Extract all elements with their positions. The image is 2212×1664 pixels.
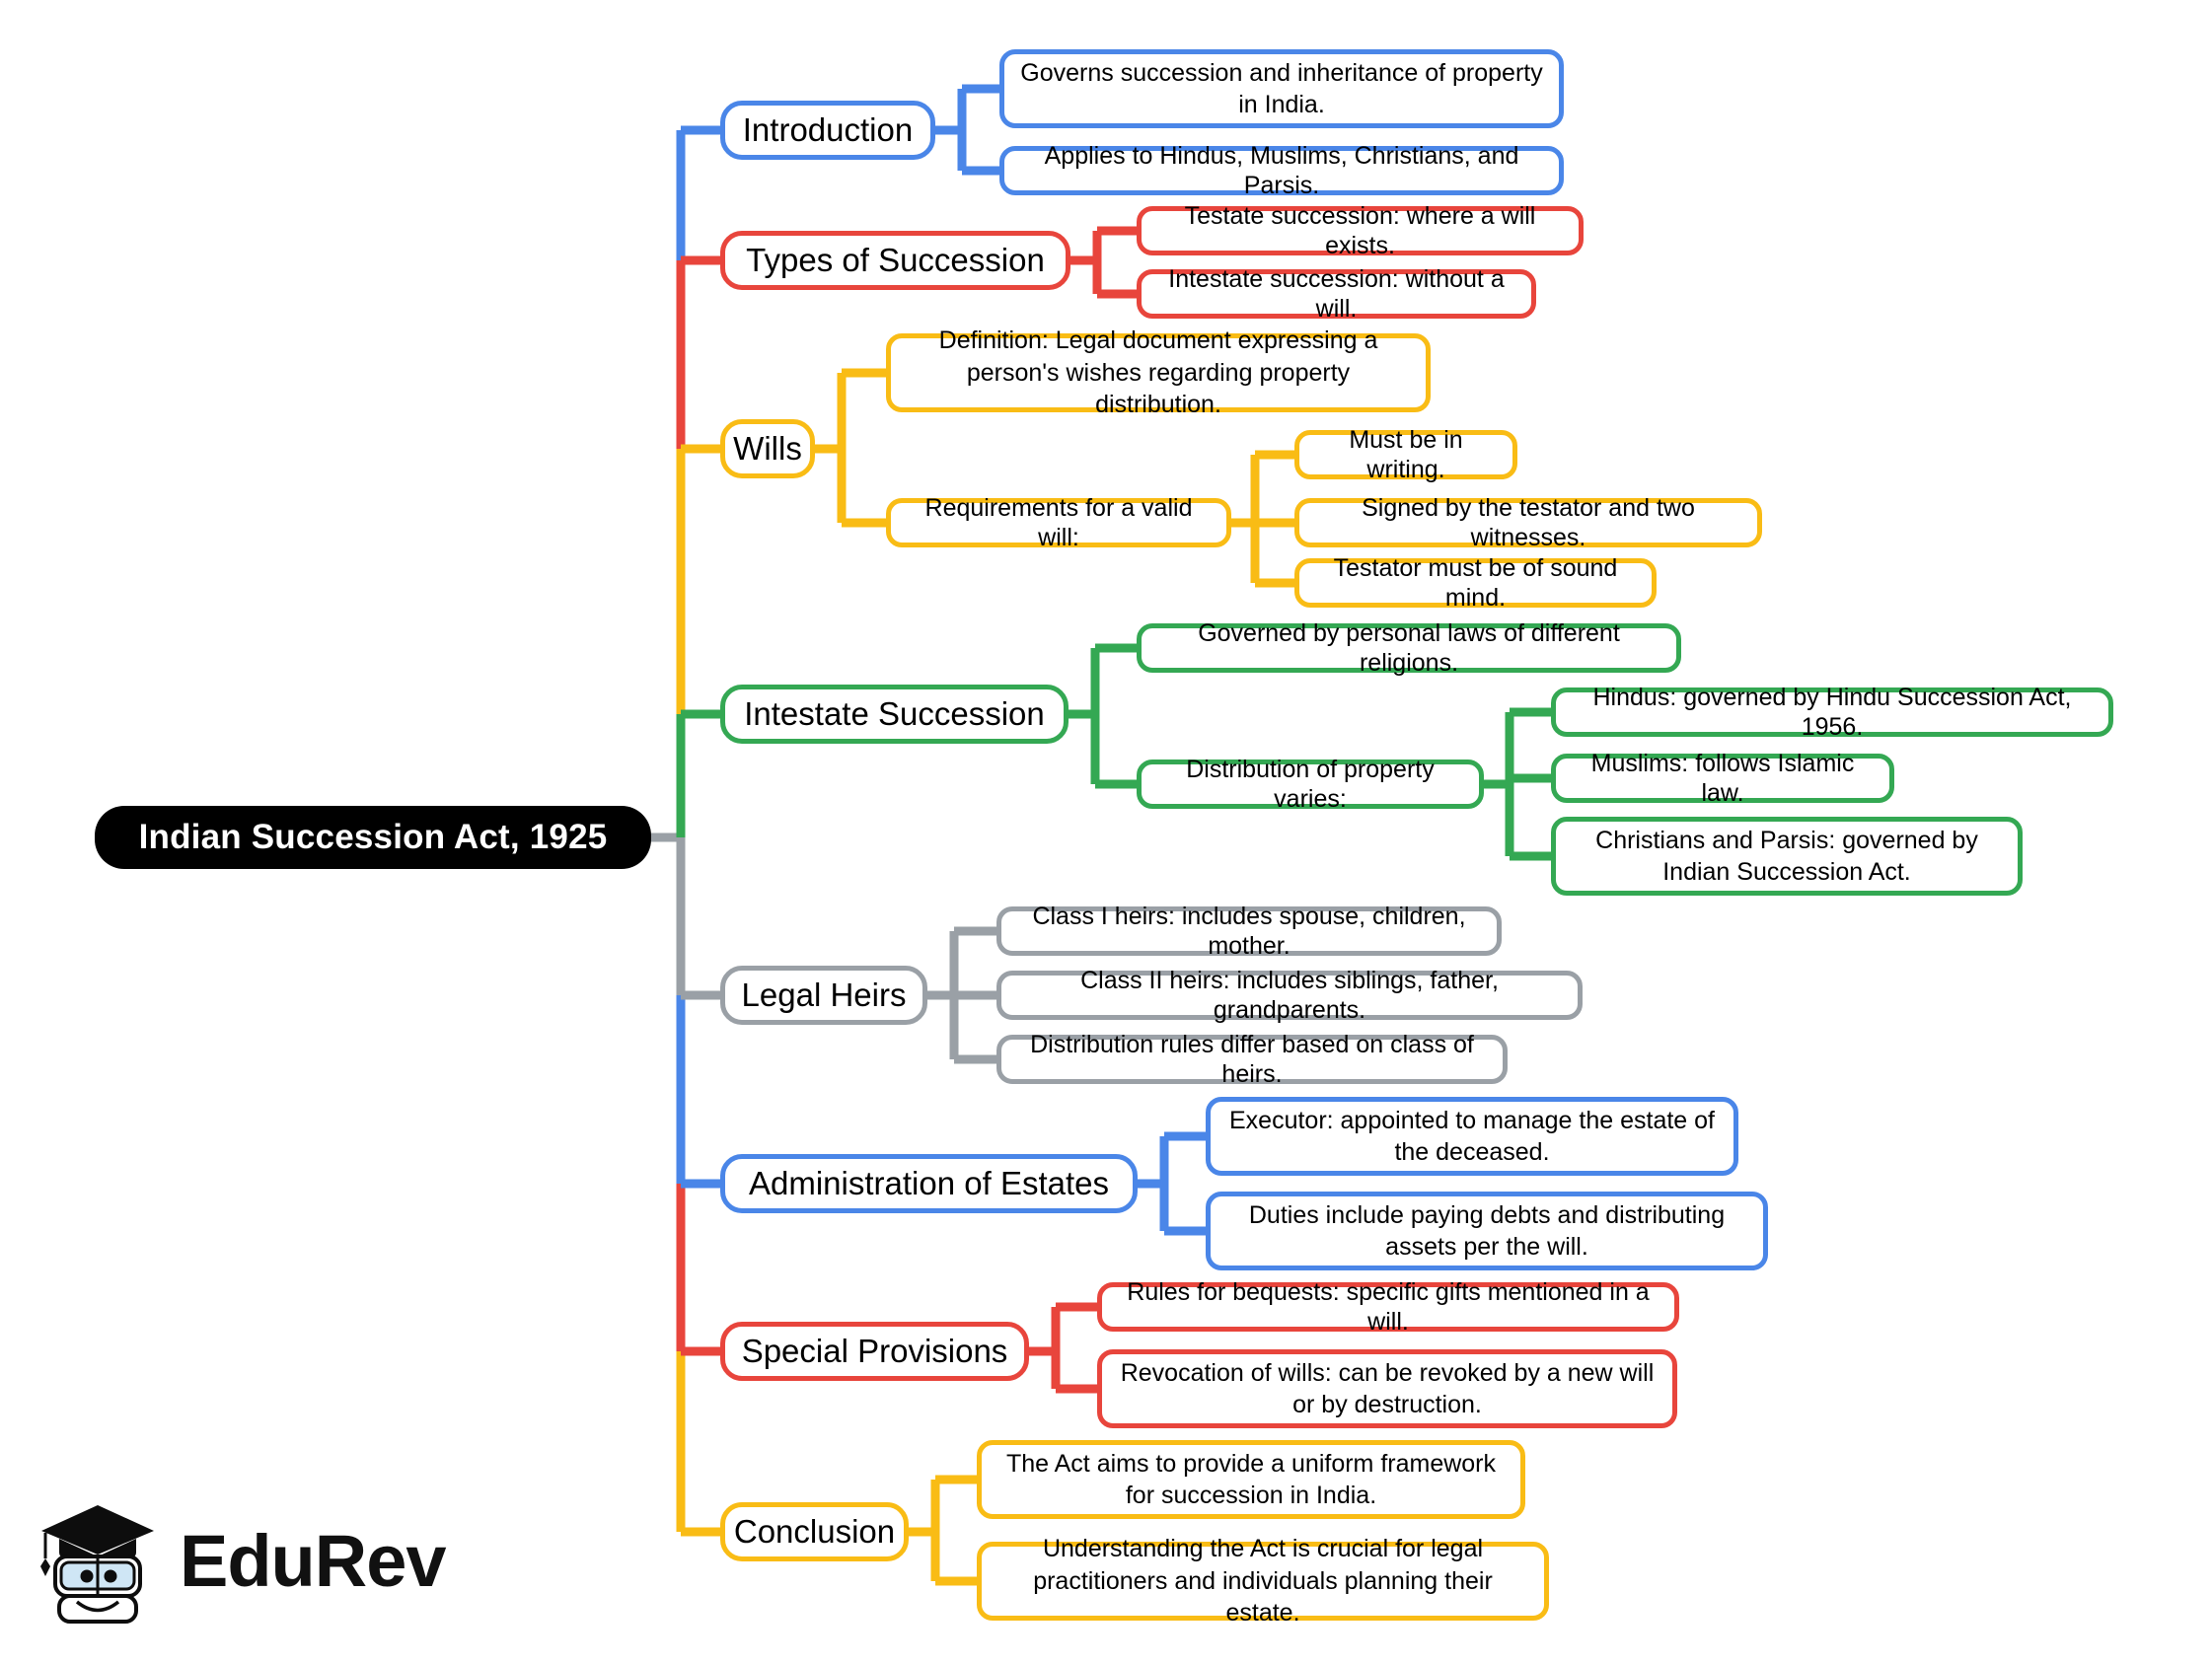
leaf-introduction-1[interactable]: Governs succession and inheritance of pr… xyxy=(999,49,1564,128)
leaf-label: Class II heirs: includes siblings, fathe… xyxy=(1080,966,1499,1025)
leaf-label: Testate succession: where a will exists. xyxy=(1184,201,1536,260)
leaf-special-provisions-2[interactable]: Revocation of wills: can be revoked by a… xyxy=(1097,1349,1677,1428)
leaf-label: Revocation of wills: can be revoked by a… xyxy=(1120,1358,1655,1419)
leaf-wills-definition[interactable]: Definition: Legal document expressing a … xyxy=(886,326,1431,418)
leaf-conclusion-1[interactable]: The Act aims to provide a uniform framew… xyxy=(977,1440,1525,1519)
topic-label: Conclusion xyxy=(733,1512,896,1550)
leaf-wills-requirements[interactable]: Requirements for a valid will: xyxy=(886,494,1231,551)
leaf-wills-req-1[interactable]: Must be in writing. xyxy=(1294,426,1517,483)
leaf-label: Duties include paying debts and distribu… xyxy=(1248,1200,1726,1262)
topic-label: Introduction xyxy=(742,110,914,148)
leaf-intestate-1[interactable]: Governed by personal laws of different r… xyxy=(1137,619,1681,677)
topic-legal-heirs[interactable]: Legal Heirs xyxy=(720,966,927,1025)
leaf-types-1[interactable]: Testate succession: where a will exists. xyxy=(1137,202,1584,259)
topic-types-of-succession[interactable]: Types of Succession xyxy=(720,231,1070,290)
leaf-legal-heirs-1[interactable]: Class I heirs: includes spouse, children… xyxy=(996,903,1502,960)
topic-wills[interactable]: Wills xyxy=(720,419,815,478)
leaf-conclusion-2[interactable]: Understanding the Act is crucial for leg… xyxy=(977,1535,1549,1627)
topic-label: Administration of Estates xyxy=(749,1164,1109,1201)
leaf-legal-heirs-2[interactable]: Class II heirs: includes siblings, fathe… xyxy=(996,967,1583,1024)
edurev-wordmark: EduRev xyxy=(180,1520,447,1602)
leaf-label: Executor: appointed to manage the estate… xyxy=(1228,1106,1715,1167)
topic-label: Special Provisions xyxy=(741,1332,1008,1369)
leaf-label: Definition: Legal document expressing a … xyxy=(938,326,1378,419)
leaf-wills-req-2[interactable]: Signed by the testator and two witnesses… xyxy=(1294,494,1762,551)
leaf-label: Applies to Hindus, Muslims, Christians, … xyxy=(1044,141,1519,200)
leaf-intestate-dist-1[interactable]: Hindus: governed by Hindu Succession Act… xyxy=(1551,684,2113,741)
topic-label: Wills xyxy=(733,429,802,467)
leaf-label: Governs succession and inheritance of pr… xyxy=(1020,58,1543,119)
leaf-label: Rules for bequests: specific gifts menti… xyxy=(1127,1277,1650,1337)
leaf-label: Governed by personal laws of different r… xyxy=(1198,618,1620,678)
leaf-intestate-distribution[interactable]: Distribution of property varies: xyxy=(1137,756,1484,813)
leaf-label: Understanding the Act is crucial for leg… xyxy=(1033,1535,1493,1628)
topic-special-provisions[interactable]: Special Provisions xyxy=(720,1322,1029,1381)
topic-label: Legal Heirs xyxy=(741,976,907,1013)
leaf-administration-2[interactable]: Duties include paying debts and distribu… xyxy=(1206,1192,1768,1270)
leaf-label: Muslims: follows Islamic law. xyxy=(1590,749,1855,808)
topic-administration-of-estates[interactable]: Administration of Estates xyxy=(720,1154,1138,1213)
leaf-legal-heirs-3[interactable]: Distribution rules differ based on class… xyxy=(996,1031,1508,1088)
topic-label: Intestate Succession xyxy=(744,694,1045,732)
root-node[interactable]: Indian Succession Act, 1925 xyxy=(95,806,651,869)
edurev-logo: EduRev xyxy=(37,1487,452,1635)
topic-introduction[interactable]: Introduction xyxy=(720,101,935,160)
leaf-label: Hindus: governed by Hindu Succession Act… xyxy=(1592,683,2072,742)
leaf-types-2[interactable]: Intestate succession: without a will. xyxy=(1137,265,1536,323)
topic-conclusion[interactable]: Conclusion xyxy=(720,1502,909,1561)
graduation-cap-mascot-icon xyxy=(37,1497,158,1626)
leaf-label: Distribution rules differ based on class… xyxy=(1030,1030,1474,1089)
leaf-label: Requirements for a valid will: xyxy=(924,493,1193,552)
leaf-label: Signed by the testator and two witnesses… xyxy=(1362,493,1695,552)
leaf-special-provisions-1[interactable]: Rules for bequests: specific gifts menti… xyxy=(1097,1278,1679,1336)
root-label: Indian Succession Act, 1925 xyxy=(138,817,608,856)
leaf-intestate-dist-3[interactable]: Christians and Parsis: governed by India… xyxy=(1551,817,2023,896)
leaf-label: Class I heirs: includes spouse, children… xyxy=(1032,902,1466,961)
leaf-label: Distribution of property varies: xyxy=(1186,755,1435,814)
leaf-label: Christians and Parsis: governed by India… xyxy=(1595,826,1978,887)
leaf-administration-1[interactable]: Executor: appointed to manage the estate… xyxy=(1206,1097,1738,1176)
leaf-intestate-dist-2[interactable]: Muslims: follows Islamic law. xyxy=(1551,750,1894,807)
topic-label: Types of Succession xyxy=(746,241,1045,278)
leaf-label: Must be in writing. xyxy=(1349,425,1463,484)
topic-intestate-succession[interactable]: Intestate Succession xyxy=(720,685,1069,744)
leaf-label: Intestate succession: without a will. xyxy=(1168,264,1505,324)
leaf-label: Testator must be of sound mind. xyxy=(1333,553,1618,613)
leaf-label: The Act aims to provide a uniform framew… xyxy=(1005,1449,1497,1510)
leaf-wills-req-3[interactable]: Testator must be of sound mind. xyxy=(1294,554,1657,612)
leaf-introduction-2[interactable]: Applies to Hindus, Muslims, Christians, … xyxy=(999,142,1564,199)
